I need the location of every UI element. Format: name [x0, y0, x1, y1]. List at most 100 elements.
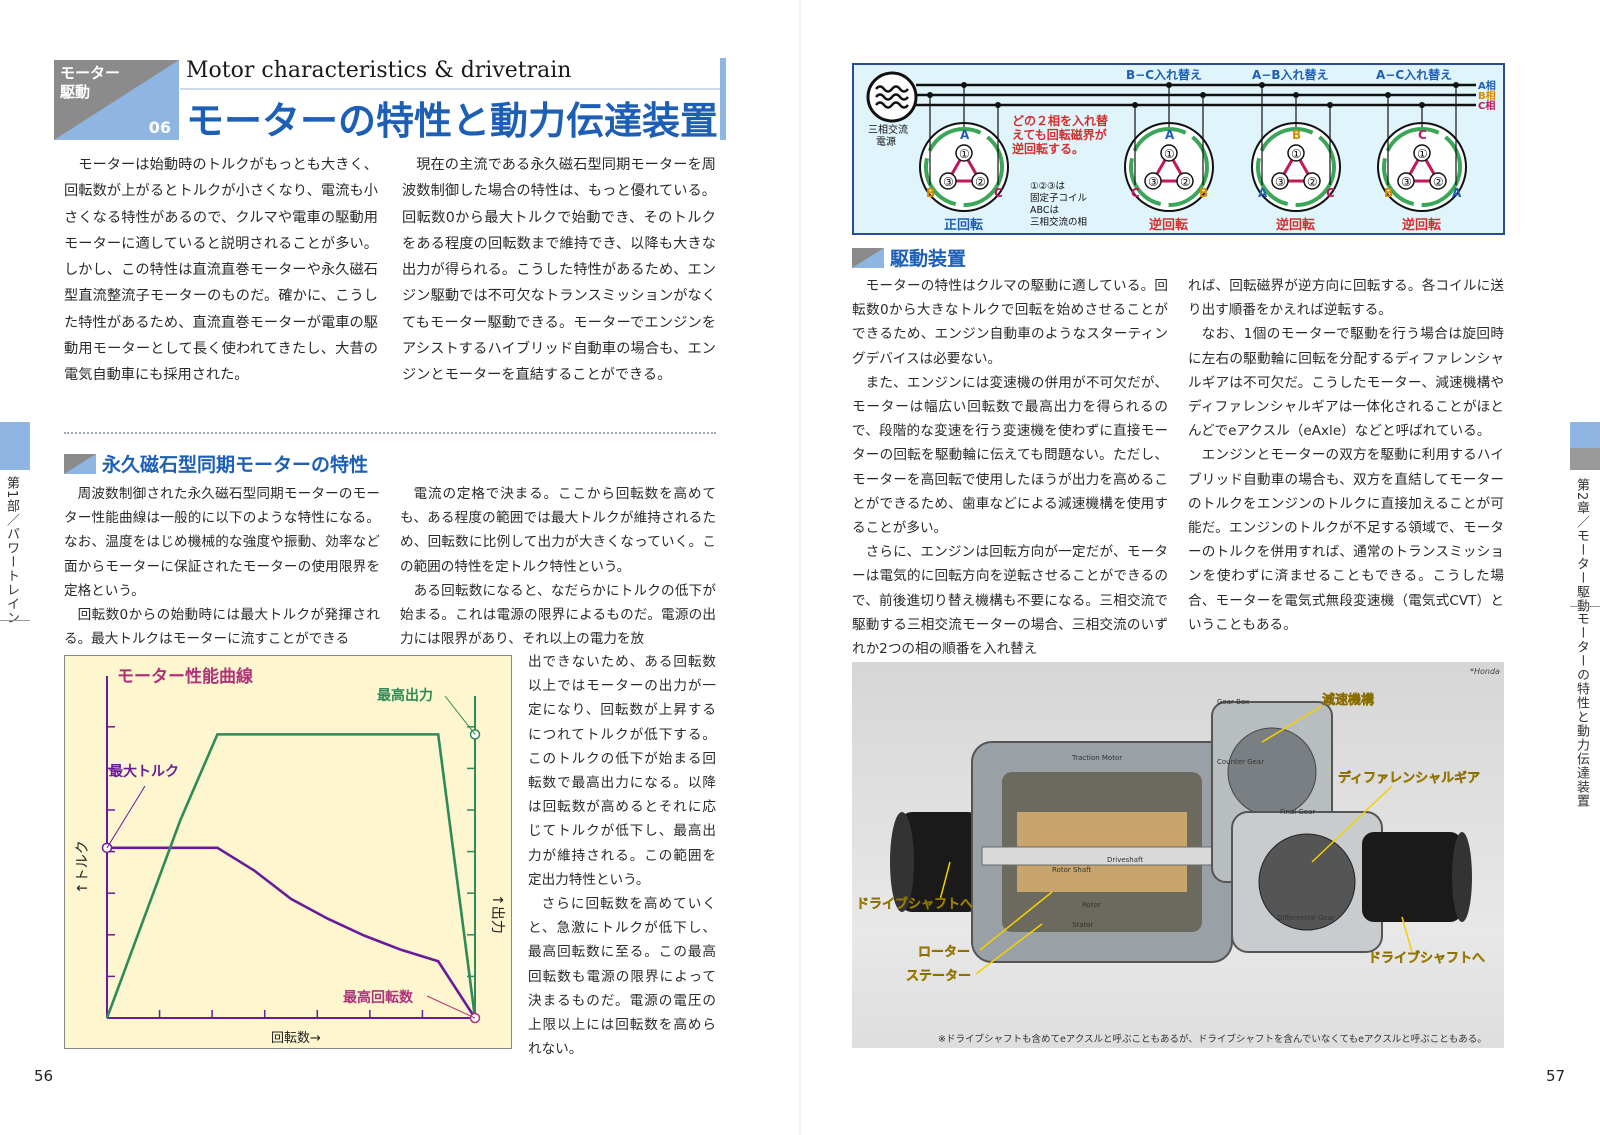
coil-number: ① [1164, 147, 1175, 161]
label-rotor-shaft: Rotor Shaft [1052, 866, 1091, 874]
coil-2 [1303, 172, 1321, 190]
series-line-1 [105, 733, 477, 1019]
junction-dot [927, 92, 933, 98]
label-driveshaft-right: ドライブシャフトへ [1368, 950, 1485, 966]
right-paragraph-1: モーターの特性はクルマの駆動に適している。回転数0から大きなトルクで回転を始めさ… [852, 278, 1168, 367]
phase-marker-right: A [1452, 186, 1462, 200]
rotation-arrow [1277, 149, 1315, 183]
page-gutter [799, 0, 801, 1135]
label-reduction-mechanism: 減速機構 [1322, 692, 1374, 708]
leader-max-rpm [426, 995, 476, 1019]
legend-line1: ①②③は [1030, 181, 1066, 192]
side-tab-right-text: 第2章／モーター駆動 [1574, 478, 1589, 614]
side-tab-left: 第1部／パワートレイン [2, 476, 21, 625]
coil-1 [1413, 144, 1431, 162]
right-paragraph-3: さらに、エンジンは回転方向が一定だが、モーターは電気的に回転方向を逆転させること… [852, 544, 1168, 658]
section-mark-right [852, 248, 884, 268]
page-number-left: 56 [34, 1067, 54, 1085]
right-paragraph-6: エンジンとモーターの双方を駆動に利用するハイブリッド自動車の場合も、双方を直結し… [1188, 447, 1504, 633]
coil-1 [1160, 144, 1178, 162]
diagram-note-line1: どの２相を入れ替 [1012, 113, 1109, 128]
title-accent-bar [720, 58, 726, 140]
source-label-line1: 三相交流 [868, 123, 908, 136]
swap-label-bc: B−C入れ替え [1126, 67, 1202, 82]
swap-label-ab: A−B入れ替え [1252, 67, 1329, 82]
phase-marker-top: B [1292, 128, 1301, 142]
diagram-svg: 三相交流 電源 A相 B相 C相 B−C入れ替え A−B入れ替え A−C入れ替え… [866, 67, 1496, 233]
label-stator: Stator [1072, 921, 1094, 929]
motor-caption: 逆回転 [1149, 217, 1188, 233]
side-tab-left-rule [0, 620, 30, 621]
motor-performance-chart: モーター性能曲線 回転数→ ↑トルク ↑出力 最高出力 最大トルク 最高回転数 [64, 655, 512, 1049]
phase-marker-right: C [1326, 186, 1335, 200]
label-rotor-jp: ローター [918, 945, 970, 960]
junction-dot [1327, 102, 1333, 108]
junction-dot [1200, 92, 1206, 98]
side-tab-right-rule [1570, 606, 1600, 607]
photo-credit: *Honda [1470, 667, 1500, 676]
label-gear-box: Gear Box [1217, 698, 1249, 706]
rotation-arrow [945, 149, 983, 183]
diagram-note-line3: 逆回転する。 [1012, 141, 1084, 156]
callout-line-reduction [1261, 705, 1323, 743]
coil-3 [939, 172, 957, 190]
legend-line3: ABCは [1030, 205, 1059, 216]
intro-column-2: 現在の主流である永久磁石型同期モーターを周波数制御した場合の特性は、もっと優れて… [402, 152, 716, 389]
callout-line-diff [1311, 785, 1393, 863]
leader-max-torque [106, 785, 146, 849]
intro-paragraph-1: モーターは始動時のトルクがもっとも大きく、回転数が上がるとトルクが小さくなり、電… [64, 157, 378, 384]
counter-gear [1227, 727, 1317, 817]
left-shaft-housing [900, 812, 980, 912]
english-title: Motor characteristics & drivetrain [186, 58, 572, 83]
section-mark [64, 454, 96, 474]
coil-number: ③ [943, 175, 954, 189]
coil-2 [1176, 172, 1194, 190]
section-heading-drivetrain: 駆動装置 [852, 244, 1152, 272]
section-title-right: 駆動装置 [890, 248, 967, 270]
callout-line-shaft-left [939, 861, 951, 901]
coil-number: ② [1433, 175, 1444, 189]
rotating-field-diagram: 三相交流 電源 A相 B相 C相 B−C入れ替え A−B入れ替え A−C入れ替え… [852, 63, 1505, 235]
eaxle-illustration: Gear Box Traction Motor Counter Gear Fin… [856, 667, 1500, 1045]
phase-marker-left: A [1258, 186, 1268, 200]
badge-number: 06 [148, 118, 171, 137]
label-driveshaft: Driveshaft [1107, 856, 1143, 864]
junction-dot [1132, 102, 1138, 108]
page-title: モーターの特性と動力伝達装置 [186, 99, 719, 143]
side-tab-left-accent [0, 422, 30, 470]
chart-ylabel-left: ↑トルク [75, 840, 91, 894]
coil-number: ③ [1401, 175, 1412, 189]
coil-3 [1271, 172, 1289, 190]
source-label-line2: 電源 [876, 135, 896, 148]
rotation-arrow [1150, 149, 1188, 183]
section-paragraph-2: 回転数0からの始動時には最大トルクが発揮される。最大トルクはモーターに流すことが… [64, 607, 380, 648]
coil-number: ③ [1148, 175, 1159, 189]
coil-number: ① [1417, 147, 1428, 161]
title-rule [180, 88, 720, 90]
label-driveshaft-left: ドライブシャフトへ [856, 896, 973, 912]
phase-label-a: A相 [1478, 79, 1496, 92]
junction-dot [1419, 102, 1425, 108]
section-paragraph-5: 出できないため、ある回転数以上ではモーターの出力が一定になり、回転数が上昇するに… [528, 654, 716, 888]
motor-caption: 逆回転 [1402, 217, 1441, 233]
label-stator-jp: ステーター [906, 969, 971, 984]
phase-marker-left: B [1384, 186, 1393, 200]
coil-number: ② [1180, 175, 1191, 189]
section-title: 永久磁石型同期モーターの特性 [102, 454, 369, 476]
photo-caption: ※ドライブシャフトも含めてeアクスルと呼ぶこともあるが、ドライブシャフトを含んで… [938, 1033, 1487, 1045]
right-paragraph-4: れば、回転磁界が逆方向に回転する。各コイルに送り出す順番をかえれば逆転する。 [1188, 278, 1504, 319]
legend-line2: 固定子コイル [1030, 192, 1088, 204]
field-arc [924, 127, 1004, 207]
label-counter-gear: Counter Gear [1217, 758, 1264, 766]
label-differential: ディファレンシャルギア [1338, 770, 1480, 786]
annotation-max-power: 最高出力 [377, 687, 433, 704]
side-tab-right-accent [1570, 422, 1600, 448]
diagram-note-line2: えても回転磁界が [1012, 127, 1107, 142]
label-traction-motor: Traction Motor [1071, 754, 1122, 762]
phase-marker-right: C [994, 186, 1003, 200]
coil-1 [1287, 144, 1305, 162]
motor-caption: 正回転 [944, 217, 983, 233]
section-column-3: 出できないため、ある回転数以上ではモーターの出力が一定になり、回転数が上昇するに… [528, 650, 716, 1061]
